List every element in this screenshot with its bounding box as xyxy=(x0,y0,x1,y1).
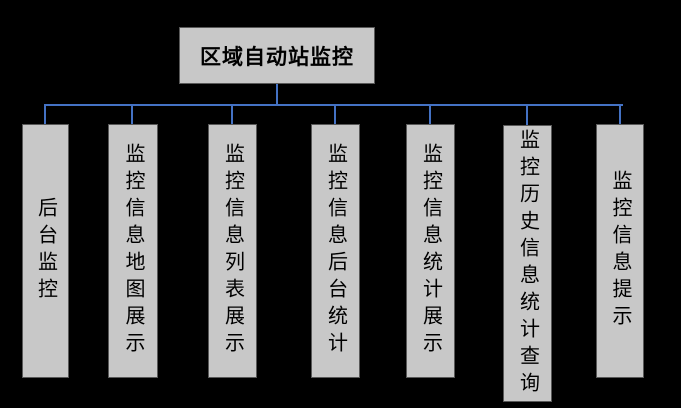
connector-root-stem xyxy=(276,84,278,105)
child-node-label: 监控信息统计展示 xyxy=(419,143,442,359)
child-node-monitoring-info-list-display: 监控信息列表展示 xyxy=(208,124,257,378)
connector-drop-3 xyxy=(231,105,233,125)
child-node-monitoring-history-info-statistics-query: 监控历史信息统计查询 xyxy=(503,125,552,402)
connector-drop-6 xyxy=(526,105,528,125)
child-node-label: 后台监控 xyxy=(34,197,57,305)
child-node-monitoring-info-map-display: 监控信息地图展示 xyxy=(108,124,158,378)
connector-drop-4 xyxy=(334,105,336,125)
connector-drop-2 xyxy=(131,105,133,125)
connector-horizontal-bus xyxy=(44,104,623,106)
connector-drop-7 xyxy=(619,105,621,125)
child-node-backend-monitoring: 后台监控 xyxy=(22,124,69,378)
root-node-label: 区域自动站监控 xyxy=(200,44,354,69)
child-node-label: 监控信息列表展示 xyxy=(221,143,244,359)
child-node-label: 监控信息后台统计 xyxy=(324,143,347,359)
root-node-regional-auto-station-monitoring: 区域自动站监控 xyxy=(179,27,375,84)
connector-drop-5 xyxy=(429,105,431,125)
child-node-label: 监控信息提示 xyxy=(609,170,631,332)
child-node-monitoring-info-alert: 监控信息提示 xyxy=(596,124,644,378)
connector-drop-1 xyxy=(44,105,46,125)
child-node-monitoring-info-statistics-display: 监控信息统计展示 xyxy=(406,124,455,378)
child-node-label: 监控历史信息统计查询 xyxy=(516,128,539,399)
child-node-label: 监控信息地图展示 xyxy=(122,143,144,359)
child-node-monitoring-info-backend-statistics: 监控信息后台统计 xyxy=(311,124,360,378)
